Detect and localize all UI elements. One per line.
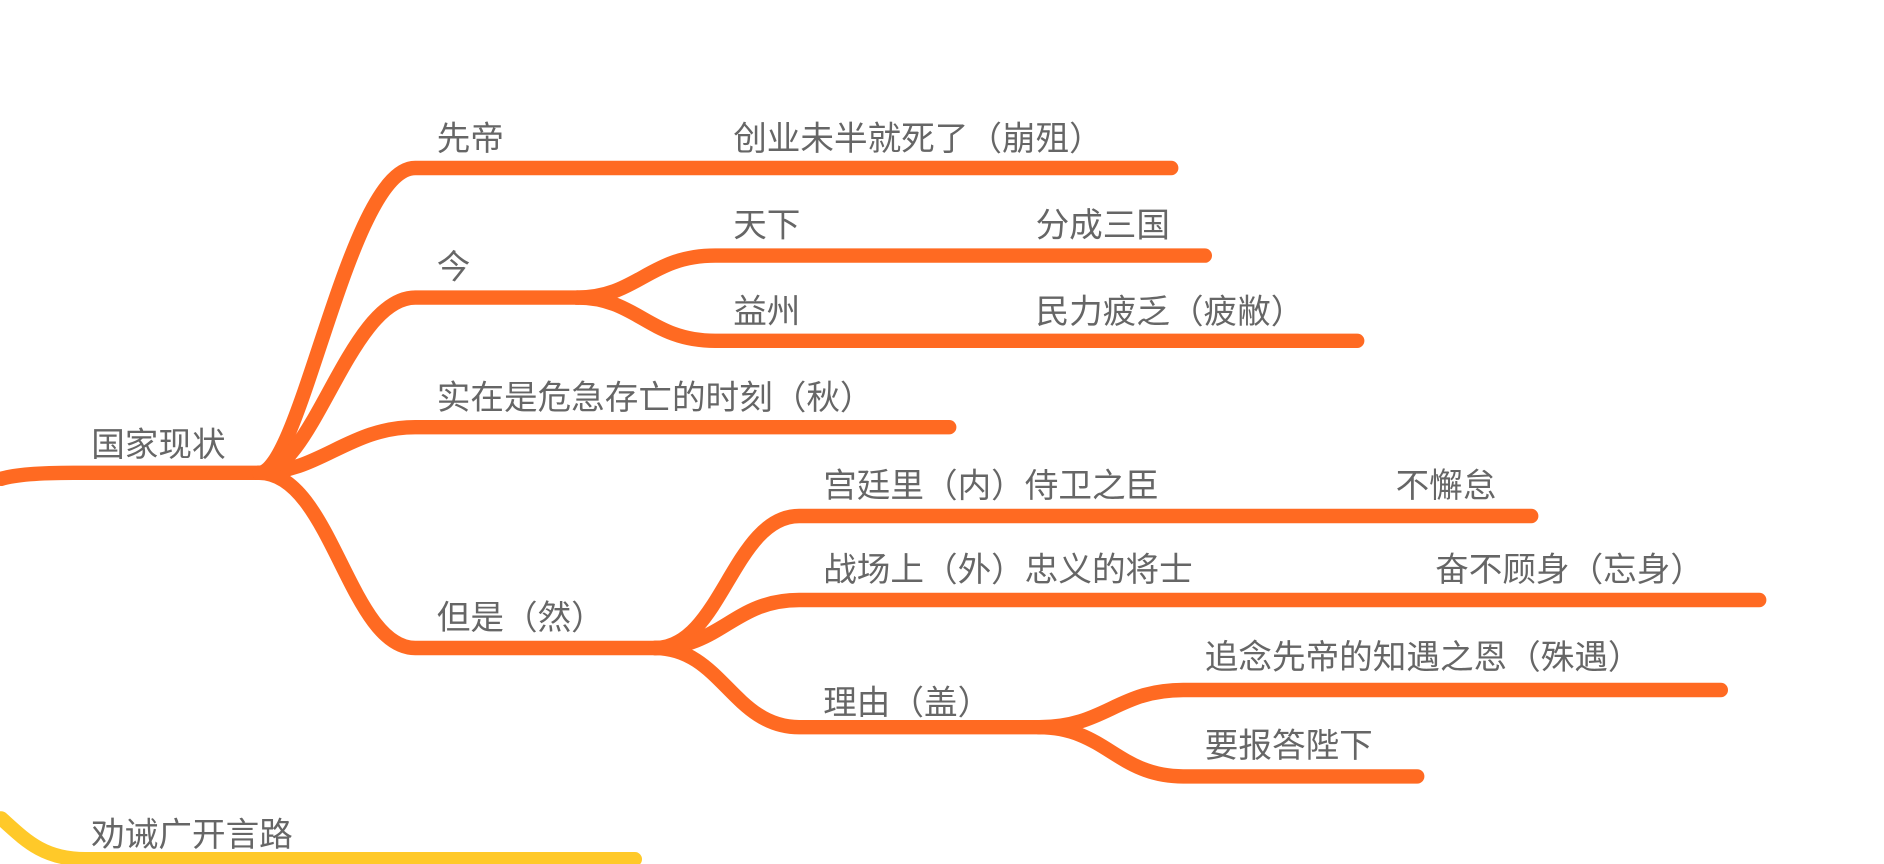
topic-sanguo[interactable]: 分成三国 [1036, 205, 1170, 244]
topic-jin[interactable]: 今 [437, 247, 471, 286]
topic-wangshen[interactable]: 奋不顾身（忘身） [1435, 550, 1704, 589]
topic-shuyu[interactable]: 追念先帝的知遇之恩（殊遇） [1205, 637, 1642, 676]
topic-next[interactable]: 劝诫广开言路 [91, 815, 293, 854]
connectors [0, 160, 1767, 864]
line-yizhou [570, 290, 1365, 348]
line-xiandi [252, 160, 1179, 480]
topic-buxiedai[interactable]: 不懈怠 [1396, 466, 1497, 505]
topic-yizhou[interactable]: 益州 [733, 292, 800, 331]
topic-xiandi[interactable]: 先帝 [437, 119, 504, 158]
root-line [0, 465, 267, 486]
line-jin [252, 290, 585, 480]
topic-baoda[interactable]: 要报答陛下 [1205, 726, 1373, 765]
topic-pibi[interactable]: 民力疲乏（疲敝） [1036, 292, 1305, 331]
topic-bengcu[interactable]: 创业未半就死了（崩殂） [733, 119, 1103, 158]
line-weiji [252, 420, 957, 480]
line-baoda [1032, 719, 1425, 784]
line-shuyu [1032, 682, 1728, 735]
topic-neichen[interactable]: 宫廷里（内）侍卫之臣 [823, 466, 1159, 505]
line-danshi [252, 465, 663, 656]
topic-weiji[interactable]: 实在是危急存亡的时刻（秋） [437, 378, 874, 417]
line-next-topic [0, 811, 642, 864]
topic-jiangshi[interactable]: 战场上（外）忠义的将士 [823, 550, 1193, 589]
topic-liyou[interactable]: 理由（盖） [823, 683, 991, 722]
root-topic[interactable]: 国家现状 [91, 425, 225, 464]
line-liyou [648, 640, 1047, 735]
topic-tianxia[interactable]: 天下 [733, 205, 800, 244]
topic-danshi[interactable]: 但是（然） [437, 598, 605, 637]
